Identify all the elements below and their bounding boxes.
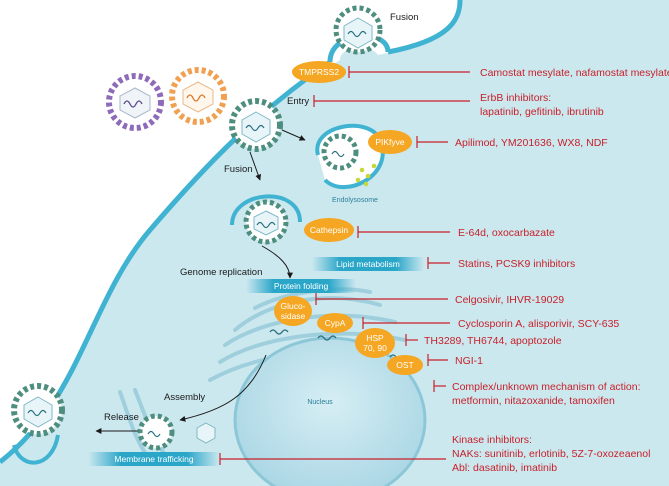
drug-pikfyve: Apilimod, YM201636, WX8, NDF <box>455 137 608 149</box>
drug-lipid: Statins, PCSK9 inhibitors <box>458 258 575 270</box>
tmprss2-target: TMPRSS2 <box>292 61 346 83</box>
nucleus-label: Nucleus <box>307 399 333 406</box>
svg-text:OST: OST <box>396 360 413 370</box>
drug-erbb: ErbB inhibitors: lapatinib, gefitinib, i… <box>480 92 604 118</box>
virion-entry <box>229 98 283 152</box>
fusion-top-label: Fusion <box>390 12 419 23</box>
virion-endosome <box>230 194 302 245</box>
drug-hsp: TH3289, TH6744, apoptozole <box>424 335 562 347</box>
svg-text:TMPRSS2: TMPRSS2 <box>299 67 339 77</box>
assembly-label: Assembly <box>164 392 205 403</box>
replication-arrow <box>261 245 293 279</box>
glucosidase-target: Gluco- sidase <box>274 296 312 326</box>
svg-text:CypA: CypA <box>325 318 346 328</box>
virion-purple <box>106 73 164 131</box>
drug-cathepsin: E-64d, oxocarbazate <box>458 227 555 239</box>
fusion-mid-label: Fusion <box>224 164 253 175</box>
drug-glucosidase: Celgosivir, IHVR-19029 <box>455 294 564 306</box>
drug-ost: NGI-1 <box>455 355 483 367</box>
drug-cypa: Cyclosporin A, alisporivir, SCY-635 <box>458 318 619 330</box>
ost-target: OST <box>387 355 423 375</box>
virion-fusion-top <box>327 5 391 63</box>
fusion-arrow <box>249 151 262 181</box>
svg-text:70, 90: 70, 90 <box>363 343 387 353</box>
drug-kinase: Kinase inhibitors: NAKs: sunitinib, erlo… <box>452 434 653 474</box>
lipid-metabolism-bar: Lipid metabolism <box>312 257 424 271</box>
virion-orange <box>169 67 227 125</box>
genome-replication-label: Genome replication <box>180 267 262 278</box>
assembly-arrow <box>179 354 267 422</box>
cypa-target: CypA <box>317 313 353 333</box>
drug-tmprss2: Camostat mesylate, nafamostat mesylate <box>480 67 669 79</box>
svg-text:sidase: sidase <box>281 311 306 321</box>
virion-assembly <box>137 413 216 451</box>
protein-folding-bar: Protein folding <box>246 279 356 293</box>
svg-text:Gluco-: Gluco- <box>280 301 305 311</box>
membrane-trafficking-bar: Membrane trafficking <box>88 452 220 466</box>
svg-text:Membrane trafficking: Membrane trafficking <box>114 454 193 464</box>
svg-text:Cathepsin: Cathepsin <box>310 225 349 235</box>
entry-label: Entry <box>287 96 309 107</box>
svg-text:HSP: HSP <box>366 333 384 343</box>
hsp-target: HSP 70, 90 <box>355 328 395 358</box>
virion-release <box>11 383 65 465</box>
drug-complex: Complex/unknown mechanism of action: met… <box>452 381 643 407</box>
inhibitor-lines <box>219 66 470 465</box>
entry-arrow <box>281 129 306 141</box>
svg-text:PIKfyve: PIKfyve <box>375 137 405 147</box>
endolysosome-label: Endolysosome <box>332 197 378 204</box>
svg-text:Lipid metabolism: Lipid metabolism <box>336 259 400 269</box>
pikfyve-target: PIKfyve <box>368 130 412 154</box>
release-label: Release <box>104 412 139 423</box>
cathepsin-target: Cathepsin <box>304 218 354 242</box>
svg-text:Protein folding: Protein folding <box>274 281 329 291</box>
